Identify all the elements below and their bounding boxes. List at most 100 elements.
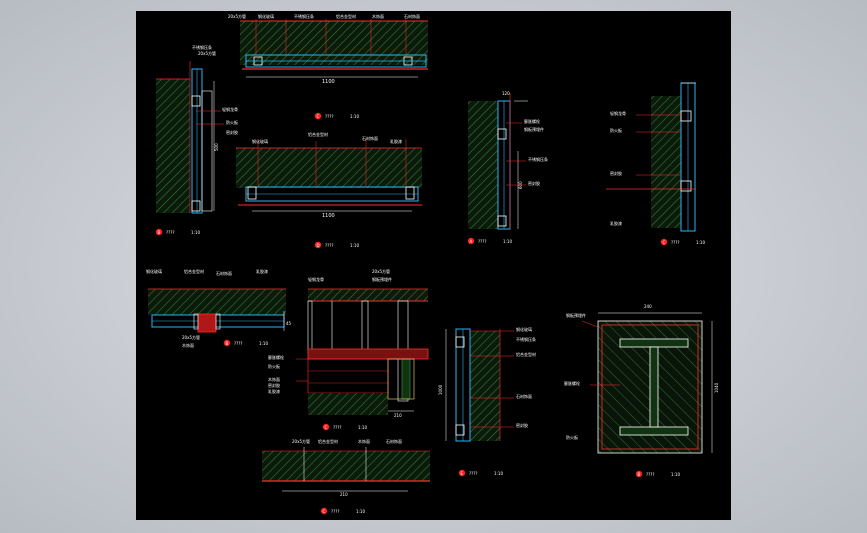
note-right-1: 轻钢龙骨 bbox=[610, 110, 626, 116]
label-detail-1: C ???? 1:10 bbox=[314, 112, 359, 120]
note-top-2: 钢化玻璃 bbox=[258, 13, 274, 19]
label-detail-5: C ???? 1:10 bbox=[660, 238, 705, 246]
detail-9-scale: 1:10 bbox=[671, 472, 680, 477]
detail-10-title: ???? bbox=[331, 509, 340, 514]
detail-marker-icon bbox=[314, 241, 322, 249]
note-ll-4: 乳胶漆 bbox=[256, 268, 268, 274]
note-sc-2: 膨胀螺栓 bbox=[564, 380, 580, 386]
note-ca-7: 密封胶 bbox=[268, 382, 280, 388]
detail-marker-icon bbox=[320, 507, 328, 515]
detail-6-scale: 1:10 bbox=[259, 341, 268, 346]
detail-8-mark: E bbox=[461, 471, 464, 476]
label-detail-7: C ???? 1:10 bbox=[322, 423, 367, 431]
note-mid-1: 钢化玻璃 bbox=[252, 138, 268, 144]
detail-right-vertical: 轻钢龙骨 防火板 密封胶 乳胶漆 bbox=[606, 82, 696, 232]
label-detail-2: B ???? 1:10 bbox=[155, 228, 200, 236]
note-top-5: 木饰面 bbox=[372, 13, 384, 19]
dim-mid-width: 1100 bbox=[322, 213, 335, 219]
detail-tall-vertical: 120 600 膨胀螺栓 钢板预埋件 不锈钢压条 密封胶 bbox=[468, 91, 548, 230]
cad-drawing-sheet: 1100 20x5方管 钢化玻璃 不锈钢压条 铝合金型材 木饰面 石材饰面 C … bbox=[136, 11, 731, 520]
note-mid-3: 石材饰面 bbox=[362, 135, 378, 141]
detail-2-scale: 1:10 bbox=[191, 230, 200, 235]
label-detail-3: D ???? 1:10 bbox=[314, 241, 359, 249]
note-ca-4: 膨胀螺栓 bbox=[268, 354, 284, 360]
dim-panel-height: 1000 bbox=[438, 384, 443, 395]
detail-7-title: ???? bbox=[333, 425, 342, 430]
note-tall-3: 不锈钢压条 bbox=[528, 156, 548, 162]
note-bs-4: 石材饰面 bbox=[386, 438, 402, 444]
detail-marker-icon bbox=[155, 228, 163, 236]
note-bs-3: 木饰面 bbox=[358, 438, 370, 444]
detail-3-scale: 1:10 bbox=[350, 243, 359, 248]
label-detail-10: C ???? 1:10 bbox=[320, 507, 365, 515]
detail-bottom-strip: 210 20x5方管 铝合金型材 木饰面 石材饰面 bbox=[262, 438, 430, 497]
label-detail-6: B ???? 1:10 bbox=[223, 339, 268, 347]
detail-mid-section: 1100 钢化玻璃 铝合金型材 石材饰面 乳胶漆 bbox=[236, 131, 422, 219]
note-ll-5: 20x5方管 bbox=[182, 334, 200, 340]
note-top-3: 不锈钢压条 bbox=[294, 13, 314, 19]
dim-beam-height: 1040 bbox=[714, 382, 719, 393]
note-right-4: 乳胶漆 bbox=[610, 220, 622, 226]
note-top-4: 铝合金型材 bbox=[336, 13, 356, 19]
detail-1-mark: C bbox=[317, 114, 320, 119]
detail-7-scale: 1:10 bbox=[358, 425, 367, 430]
detail-10-mark: C bbox=[323, 509, 326, 514]
note-tall-1: 膨胀螺栓 bbox=[524, 118, 540, 124]
label-detail-4: A ???? 1:10 bbox=[467, 237, 512, 245]
note-left-3: 轻钢龙骨 bbox=[222, 106, 238, 112]
detail-9-mark: B bbox=[638, 472, 641, 477]
note-bs-1: 20x5方管 bbox=[292, 438, 310, 444]
detail-2-mark: B bbox=[158, 230, 161, 235]
detail-lower-left-section: 45 钢化玻璃 铝合金型材 石材饰面 乳胶漆 20x5方管 木饰面 bbox=[146, 268, 292, 348]
note-lv-1: 钢化玻璃 bbox=[516, 326, 532, 332]
detail-9-title: ???? bbox=[646, 472, 655, 477]
note-ll-6: 木饰面 bbox=[182, 342, 194, 348]
detail-5-title: ???? bbox=[671, 240, 680, 245]
dim-beam-width: 240 bbox=[644, 304, 652, 309]
note-ll-2: 铝合金型材 bbox=[184, 268, 204, 274]
note-ca-3: 钢板预埋件 bbox=[372, 276, 392, 282]
label-detail-8: E ???? 1:10 bbox=[458, 469, 503, 477]
note-mid-4: 乳胶漆 bbox=[390, 138, 402, 144]
detail-3-mark: D bbox=[317, 243, 320, 248]
note-tall-4: 密封胶 bbox=[528, 180, 540, 186]
detail-marker-icon bbox=[223, 339, 231, 347]
detail-1-scale: 1:10 bbox=[350, 114, 359, 119]
note-ll-3: 石材饰面 bbox=[216, 270, 232, 276]
dim-small: 120 bbox=[502, 91, 510, 96]
detail-5-mark: C bbox=[663, 240, 666, 245]
note-lv-4: 石材饰面 bbox=[516, 393, 532, 399]
note-left-1: 不锈钢压条 bbox=[192, 44, 212, 50]
note-ll-1: 钢化玻璃 bbox=[146, 268, 162, 274]
detail-10-scale: 1:10 bbox=[356, 509, 365, 514]
detail-marker-icon bbox=[635, 470, 643, 478]
note-sc-1: 钢板预埋件 bbox=[566, 312, 586, 318]
detail-marker-icon bbox=[458, 469, 466, 477]
note-mid-2: 铝合金型材 bbox=[308, 131, 328, 137]
note-left-5: 密封胶 bbox=[226, 129, 238, 135]
detail-4-mark: A bbox=[470, 239, 473, 244]
note-left-4: 防火板 bbox=[226, 119, 238, 125]
note-ca-1: 轻钢龙骨 bbox=[308, 276, 324, 282]
note-top-1: 20x5方管 bbox=[228, 13, 246, 19]
note-right-2: 防火板 bbox=[610, 127, 622, 133]
detail-2-title: ???? bbox=[166, 230, 175, 235]
label-detail-9: B ???? 1:10 bbox=[635, 470, 680, 478]
detail-marker-icon bbox=[467, 237, 475, 245]
note-right-3: 密封胶 bbox=[610, 170, 622, 176]
detail-lower-vertical: 1000 钢化玻璃 不锈钢压条 铝合金型材 石材饰面 密封胶 bbox=[438, 326, 536, 442]
dim-top-width: 1100 bbox=[322, 79, 335, 85]
detail-5-scale: 1:10 bbox=[696, 240, 705, 245]
detail-7-mark: C bbox=[325, 425, 328, 430]
detail-6-mark: B bbox=[226, 341, 229, 346]
note-ca-6: 木饰面 bbox=[268, 376, 280, 382]
note-ca-2: 20x5方管 bbox=[372, 268, 390, 274]
note-left-2: 20x5方管 bbox=[198, 50, 216, 56]
note-sc-3: 防火板 bbox=[566, 434, 578, 440]
detail-marker-icon bbox=[660, 238, 668, 246]
note-lv-2: 不锈钢压条 bbox=[516, 336, 536, 342]
detail-4-title: ???? bbox=[478, 239, 487, 244]
note-ca-8: 乳胶漆 bbox=[268, 388, 280, 394]
dim-post-height: 500 bbox=[214, 143, 219, 151]
detail-top-section: 1100 20x5方管 钢化玻璃 不锈钢压条 铝合金型材 木饰面 石材饰面 bbox=[228, 13, 428, 85]
